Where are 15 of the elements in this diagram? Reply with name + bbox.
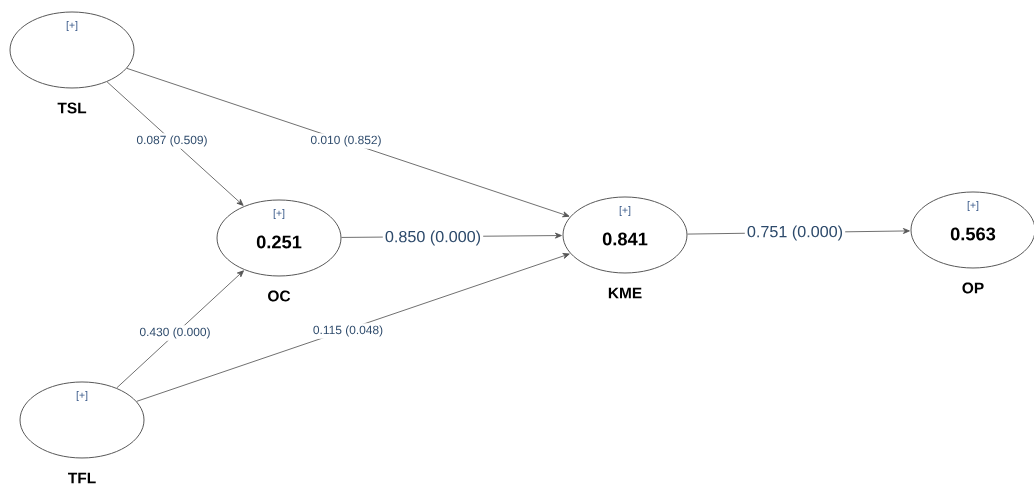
- edge-label: 0.850 (0.000): [382, 228, 484, 248]
- path-arrow: [106, 81, 244, 206]
- path-arrow: [126, 67, 570, 218]
- construct-label: OC: [268, 290, 291, 302]
- construct-label: OP: [962, 282, 984, 294]
- edge-label: 0.010 (0.852): [308, 133, 384, 149]
- edge-label: 0.430 (0.000): [137, 325, 213, 341]
- path-arrow: [136, 253, 570, 402]
- edge-label: 0.751 (0.000): [744, 223, 846, 243]
- edge-label: 0.087 (0.509): [134, 133, 210, 149]
- construct-label: KME: [608, 287, 642, 299]
- edge-label: 0.115 (0.048): [310, 323, 386, 339]
- construct-label: TSL: [57, 102, 87, 114]
- path-arrow: [116, 270, 244, 389]
- construct-label: TFL: [68, 472, 96, 484]
